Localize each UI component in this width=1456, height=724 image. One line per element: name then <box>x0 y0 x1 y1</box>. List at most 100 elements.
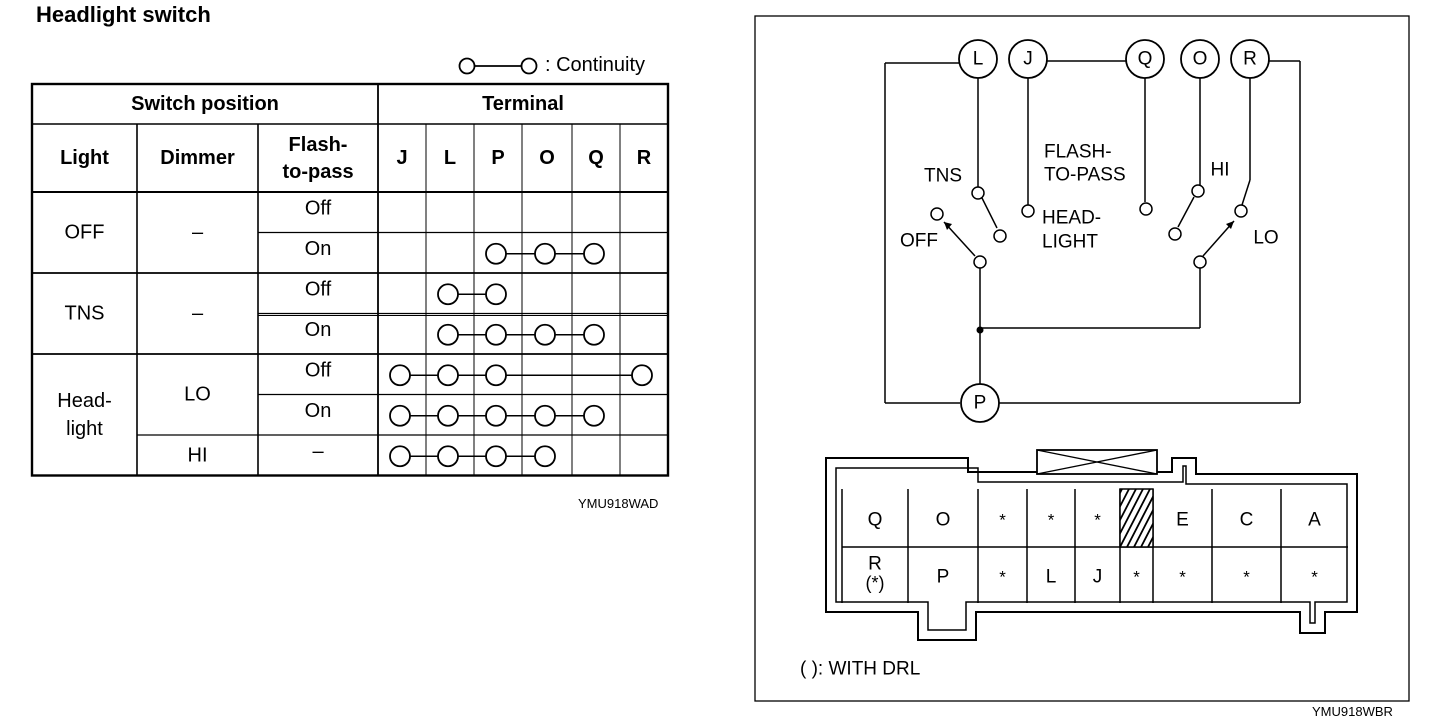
terminal-label-L: L <box>973 49 984 70</box>
switch-contact <box>1193 255 1207 269</box>
flash-cell: Off <box>305 278 332 300</box>
hatch-line <box>1120 489 1151 547</box>
diagram-figure-code: YMU918WBR <box>1312 704 1393 719</box>
flash-to-pass-label: FLASH- <box>1044 142 1112 163</box>
switch-contact <box>1139 202 1153 216</box>
continuity-circle <box>583 404 605 427</box>
continuity-circle <box>485 445 507 468</box>
connector-pin-bottom: L <box>1046 567 1057 588</box>
lo-label: LO <box>1253 228 1278 249</box>
hatch-line <box>1120 489 1130 509</box>
terminal-label-P: P <box>974 393 987 414</box>
continuity-circle <box>389 404 411 427</box>
continuity-circle <box>534 242 556 265</box>
switch-arrow <box>1226 221 1234 229</box>
flash-column-header: Flash- <box>289 134 348 156</box>
light-cell: TNS <box>65 303 105 325</box>
connector-pin-bottom: * <box>1179 568 1186 587</box>
hi-label: HI <box>1211 160 1230 181</box>
flash-to-pass-label: TO-PASS <box>1044 165 1126 186</box>
connector-pin-top: C <box>1240 510 1254 531</box>
continuity-circle <box>437 364 459 387</box>
continuity-circle <box>534 404 556 427</box>
terminal-column-header-L: L <box>444 147 456 169</box>
connector-housing <box>835 465 1348 631</box>
connector-pin-top: A <box>1308 510 1321 531</box>
connector-pin-top: * <box>1048 511 1055 530</box>
flash-cell: On <box>305 400 332 422</box>
connector-pin-bottom: * <box>1243 568 1250 587</box>
continuity-circle <box>485 404 507 427</box>
terminal-label-O: O <box>1193 49 1208 70</box>
dimmer-cell: – <box>192 222 204 244</box>
lock-tab-cross <box>1036 449 1158 475</box>
light-cell: light <box>66 418 103 440</box>
light-column-header: Light <box>60 147 109 169</box>
switch-contact <box>971 186 985 200</box>
flash-cell: Off <box>305 197 332 219</box>
connector-pin-top: * <box>1094 511 1101 530</box>
continuity-circle <box>389 364 411 387</box>
continuity-circle <box>485 283 507 306</box>
switch-arrow <box>944 222 952 230</box>
flash-cell: Off <box>305 359 332 381</box>
dimmer-cell: – <box>192 303 204 325</box>
continuity-circle <box>631 364 653 387</box>
continuity-circle <box>485 364 507 387</box>
connector-pin-note: (*) <box>866 573 885 593</box>
terminal-label-R: R <box>1243 49 1257 70</box>
connector-pin-bottom: J <box>1093 567 1103 588</box>
off-label: OFF <box>900 231 938 252</box>
headlight-label: LIGHT <box>1042 232 1098 253</box>
continuity-circle <box>437 283 459 306</box>
switch-contact <box>993 229 1007 243</box>
flash-cell: – <box>312 440 324 462</box>
switch-contact <box>1168 227 1182 241</box>
tns-label: TNS <box>924 166 962 187</box>
connector-pin-bottom: * <box>999 568 1006 587</box>
connector-pin-bottom: * <box>1311 568 1318 587</box>
connector-pin-bottom: * <box>1133 568 1140 587</box>
switch-arm <box>981 197 998 229</box>
flash-column-header: to-pass <box>282 161 353 183</box>
switch-contact <box>1021 204 1035 218</box>
wire <box>1241 179 1251 206</box>
terminal-column-header-Q: Q <box>588 147 604 169</box>
hatched-cavity <box>1119 488 1154 548</box>
continuity-symbol-icon <box>458 57 538 75</box>
hatch-line <box>1126 494 1153 547</box>
flash-cell: On <box>305 319 332 341</box>
page-title: Headlight switch <box>36 2 211 27</box>
table-frame <box>30 82 670 477</box>
connector-housing <box>825 457 1358 641</box>
legend-label: : Continuity <box>545 54 646 76</box>
continuity-circle <box>485 242 507 265</box>
connector-pin-top: * <box>999 511 1006 530</box>
terminal-column-header-J: J <box>396 147 407 169</box>
switch-contact <box>1234 204 1248 218</box>
terminal-column-header-P: P <box>491 147 504 169</box>
connector-pin-bottom: R <box>868 554 882 575</box>
connector-pin-top: Q <box>868 510 883 531</box>
terminal-column-header-R: R <box>637 147 652 169</box>
switch-position-header: Switch position <box>131 93 279 115</box>
hatch-line <box>1120 489 1137 522</box>
connector-pin-bottom: P <box>937 567 950 588</box>
connector-pin-top: E <box>1176 510 1189 531</box>
terminal-label-J: J <box>1023 49 1033 70</box>
continuity-circle <box>534 323 556 346</box>
switch-arm <box>1177 196 1195 228</box>
terminal-label-Q: Q <box>1138 49 1153 70</box>
continuity-circle <box>437 445 459 468</box>
continuity-circle <box>437 323 459 346</box>
continuity-legend: : Continuity <box>458 52 673 78</box>
terminal-header: Terminal <box>482 93 564 115</box>
continuity-circle <box>583 242 605 265</box>
table-figure-code: YMU918WAD <box>578 496 659 511</box>
junction-dot <box>976 326 984 334</box>
switch-contact <box>930 207 944 221</box>
switch-arm <box>943 221 976 257</box>
switch-contact <box>973 255 987 269</box>
